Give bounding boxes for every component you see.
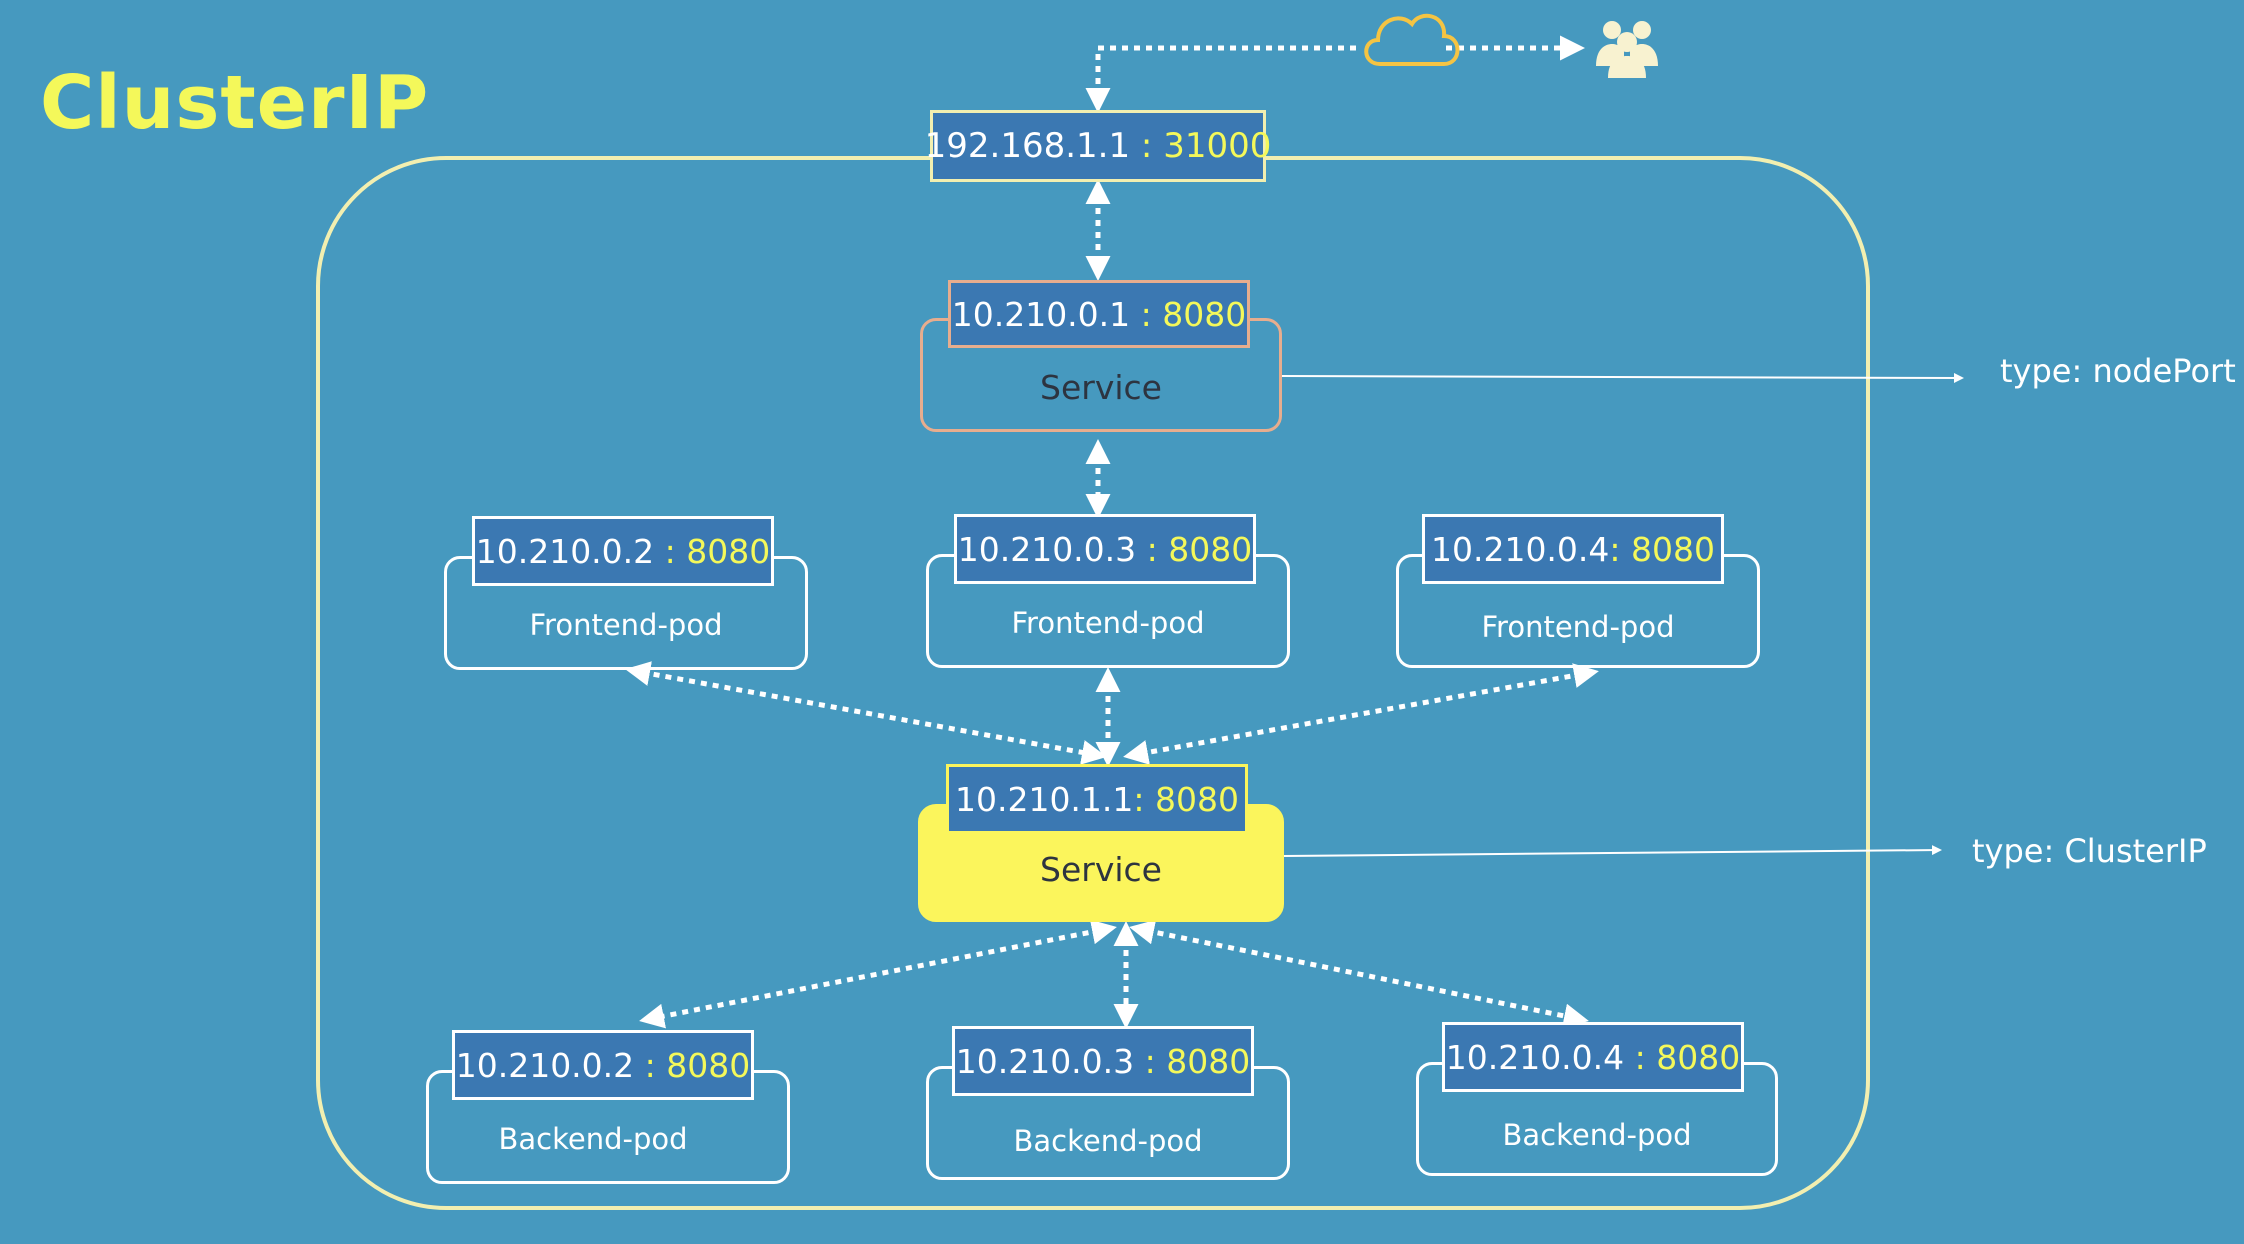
clusterip-service: 10.210.1.1: 8080 Service <box>918 764 1284 924</box>
clusterip-service-label: Service <box>1040 850 1162 889</box>
gateway-ip: 192.168.1.1 <box>924 126 1131 166</box>
frontend-pod-address: 10.210.0.3 : 8080 <box>954 514 1256 584</box>
frontend-pod-port: 8080 <box>1168 529 1253 569</box>
clusterip-service-ip: 10.210.1.1 <box>954 779 1134 819</box>
frontend-pod-address: 10.210.0.2 : 8080 <box>472 516 774 586</box>
clusterip-service-address: 10.210.1.1: 8080 <box>946 764 1248 834</box>
backend-pod-address: 10.210.0.4 : 8080 <box>1442 1022 1744 1092</box>
frontend-pod-port: 8080 <box>1631 529 1716 569</box>
frontend1-to-service-connector <box>625 661 1107 765</box>
frontend-pod: 10.210.0.3 : 8080 Frontend-pod <box>926 514 1290 670</box>
gateway-separator: : <box>1130 126 1164 166</box>
backend-pod-separator: : <box>634 1045 667 1085</box>
frontend-pod-separator: : <box>1609 529 1632 569</box>
frontend-pod-separator: : <box>654 531 687 571</box>
backend-pod: 10.210.0.3 : 8080 Backend-pod <box>926 1026 1290 1182</box>
frontend-pod-label: Frontend-pod <box>1011 606 1205 640</box>
clusterip-type-label: type: ClusterIP <box>1972 832 2207 870</box>
frontend-pod-address: 10.210.0.4: 8080 <box>1422 514 1724 584</box>
gateway-to-internet-connector <box>1085 45 1358 113</box>
clusterip-type-pointer <box>1283 845 1942 857</box>
backend-pod-ip: 10.210.0.2 <box>455 1045 635 1085</box>
frontend-pod-ip: 10.210.0.4 <box>1430 529 1610 569</box>
nodeport-service-label: Service <box>1040 368 1162 407</box>
node-port-address: 192.168.1.1 : 31000 <box>925 110 1271 182</box>
nodeport-service-port: 8080 <box>1162 294 1247 334</box>
frontend-pod: 10.210.0.2 : 8080 Frontend-pod <box>444 516 808 672</box>
backend-pod-address: 10.210.0.2 : 8080 <box>452 1030 754 1100</box>
page-title: ClusterIP <box>40 60 430 146</box>
backend-pod-port: 8080 <box>666 1045 751 1085</box>
nodeport-type-pointer <box>1281 372 1964 383</box>
backend-pod-label: Backend-pod <box>498 1122 688 1156</box>
backend-pod: 10.210.0.4 : 8080 Backend-pod <box>1416 1022 1778 1178</box>
nodeport-service-address: 10.210.0.1 : 8080 <box>948 280 1250 348</box>
users-icon <box>1596 21 1658 78</box>
nodeport-service: 10.210.0.1 : 8080 Service <box>920 280 1282 434</box>
frontend-pod-label: Frontend-pod <box>529 608 723 642</box>
clusterip-service-separator: : <box>1133 779 1156 819</box>
backend-pod-ip: 10.210.0.3 <box>955 1041 1135 1081</box>
backend-pod-label: Backend-pod <box>1013 1124 1203 1158</box>
frontend3-to-service-connector <box>1123 663 1599 765</box>
backend-pod-separator: : <box>1624 1037 1657 1077</box>
frontend-pod-ip: 10.210.0.2 <box>475 531 655 571</box>
service-to-backend3-connector <box>1129 919 1589 1029</box>
backend-pod-port: 8080 <box>1166 1041 1251 1081</box>
frontend-pod-separator: : <box>1136 529 1169 569</box>
frontend-pod-label: Frontend-pod <box>1481 610 1675 644</box>
frontend-pod-port: 8080 <box>686 531 771 571</box>
backend-pod-address: 10.210.0.3 : 8080 <box>952 1026 1254 1096</box>
nodeport-service-separator: : <box>1130 294 1163 334</box>
nodeport-service-ip: 10.210.0.1 <box>951 294 1131 334</box>
backend-pod-separator: : <box>1134 1041 1167 1081</box>
frontend-pod-ip: 10.210.0.3 <box>957 529 1137 569</box>
clusterip-service-port: 8080 <box>1155 779 1240 819</box>
backend-pod-port: 8080 <box>1656 1037 1741 1077</box>
cloud-icon <box>1364 14 1460 66</box>
backend-pod-ip: 10.210.0.4 <box>1445 1037 1625 1077</box>
nodeport-type-label: type: nodePort <box>2000 352 2236 390</box>
frontend-pod: 10.210.0.4: 8080 Frontend-pod <box>1396 514 1760 670</box>
gateway-port: 31000 <box>1163 126 1272 166</box>
backend-pod-label: Backend-pod <box>1502 1118 1692 1152</box>
backend-pod: 10.210.0.2 : 8080 Backend-pod <box>426 1030 790 1186</box>
service-to-backend1-connector <box>639 919 1117 1029</box>
